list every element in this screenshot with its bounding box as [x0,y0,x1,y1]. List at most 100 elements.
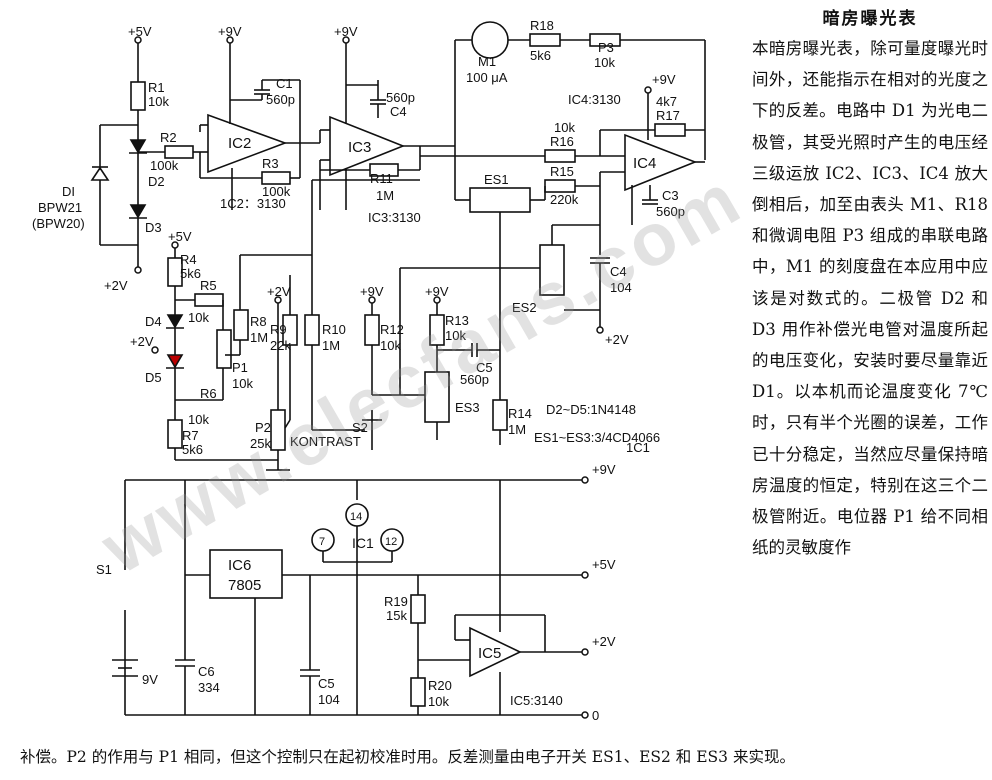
label-r16: R16 [550,134,574,149]
label-r3v: 100k [262,184,291,199]
label-d1: DI [62,184,75,199]
label-r14v: 1M [508,422,526,437]
label-note-diodes: D2~D5:1N4148 [546,402,636,417]
label-d1-type: BPW21 [38,200,82,215]
label-es2: ES2 [512,300,537,315]
label-r13v: 10k [445,328,466,343]
label-r19: R19 [384,594,408,609]
label-c5a: C5 [476,360,493,375]
label-pin7: 7 [319,536,325,548]
label-es1: ES1 [484,172,509,187]
label-ic3: IC3 [348,139,371,156]
label-r11: R11 [370,171,393,186]
label-ic5-note: IC5:3140 [510,693,563,708]
label-d1-type2: (BPW20) [32,216,85,231]
article-tail: 补偿。P2 的作用与 P1 相同，但这个控制只在起初校准时用。反差测量由电子开关… [20,748,795,766]
label-p9v-4: +9V [425,284,449,299]
label-r17: R17 [656,108,680,123]
label-r7: R7 [182,428,199,443]
label-ic6: IC6 [228,557,251,574]
schematic-labels: +5V +9V +9V +5V +2V +9V +9V +2V +9V +2V … [32,18,685,723]
label-r5: R5 [200,278,217,293]
label-r13: R13 [445,313,469,328]
label-p9v-6: +9V [592,462,616,477]
label-c6: C6 [198,664,215,679]
label-c1: C1 [276,76,293,91]
label-r2: R2 [160,130,177,145]
label-r11v: 1M [376,188,394,203]
label-p2-name: KONTRAST [290,434,361,449]
article-column: 暗房曝光表 本暗房曝光表，除可量度曝光时间外，还能指示在相对的光度之下的反差。电… [752,4,988,563]
label-r1: R1 [148,80,165,95]
label-p1v: 10k [232,376,253,391]
label-p2v: 25k [250,436,271,451]
label-c3: C3 [662,188,679,203]
label-r5v: 10k [188,310,209,325]
label-r8: R8 [250,314,267,329]
schematic-diagram: +5V +9V +9V +5V +2V +9V +9V +2V +9V +2V … [32,18,706,723]
label-p9v-1: +9V [218,24,242,39]
label-p9v-2: +9V [334,24,358,39]
label-ic5: IC5 [478,645,501,662]
label-r9: R9 [270,322,287,337]
label-ic6-type: 7805 [228,577,261,594]
label-p9v-5: +9V [652,72,676,87]
label-r7v: 5k6 [182,442,203,457]
label-p5v-3: +5V [592,557,616,572]
label-c4b: C4 [610,264,627,279]
label-p1: P1 [232,360,248,375]
label-pin12: 12 [385,536,397,548]
label-r3: R3 [262,156,279,171]
label-ic1: IC1 [352,535,374,551]
label-m1: M1 [478,54,496,69]
label-r14: R14 [508,406,532,421]
label-r17v: 4k7 [656,94,677,109]
label-r12: R12 [380,322,404,337]
label-r8v: 1M [250,330,268,345]
label-r15v: 220k [550,192,579,207]
label-p2v-2: +2V [605,332,629,347]
label-r2v: 100k [150,158,179,173]
label-p3: P3 [598,40,614,55]
label-p2v-4: +2V [130,334,154,349]
label-r4v: 5k6 [180,266,201,281]
label-ic4-note: IC4:3130 [568,92,621,107]
label-p3v: 10k [594,55,615,70]
rail-terminals [134,36,652,719]
label-c6v: 334 [198,680,220,695]
circuit-wires [90,21,706,716]
label-r15: R15 [550,164,574,179]
label-d4: D4 [145,314,162,329]
label-s2: S2 [352,420,368,435]
label-r18: R18 [530,18,554,33]
label-m1v: 100 μA [466,70,508,85]
label-battery: 9V [142,672,158,687]
label-r12v: 10k [380,338,401,353]
label-ic2: IC2 [228,135,251,152]
label-p9v-3: +9V [360,284,384,299]
label-d2: D2 [148,174,165,189]
label-p2v-1: +2V [267,284,291,299]
label-c5b: C5 [318,676,335,691]
label-c4a: C4 [390,104,407,119]
label-s1: S1 [96,562,112,577]
label-es3: ES3 [455,400,480,415]
label-ic2-note: 1C2：3130 [220,196,286,211]
label-p5v-2: +5V [168,229,192,244]
label-c5bv: 104 [318,692,340,707]
label-r19v: 15k [386,608,407,623]
label-r10: R10 [322,322,346,337]
label-c1v: 560p [266,92,295,107]
article-body: 本暗房曝光表，除可量度曝光时间外，还能指示在相对的光度之下的反差。电路中 D1 … [752,39,988,558]
label-p5v-1: +5V [128,24,152,39]
label-r16v: 10k [554,120,575,135]
label-d5: D5 [145,370,162,385]
label-r18v: 5k6 [530,48,551,63]
label-note-es: ES1~ES3:3/4CD4066 [534,430,660,445]
label-c4av: 560p [386,90,415,105]
label-r10v: 1M [322,338,340,353]
label-r4: R4 [180,252,197,267]
label-p2v-3: +2V [104,278,128,293]
label-d3: D3 [145,220,162,235]
label-r6v: 10k [188,412,209,427]
